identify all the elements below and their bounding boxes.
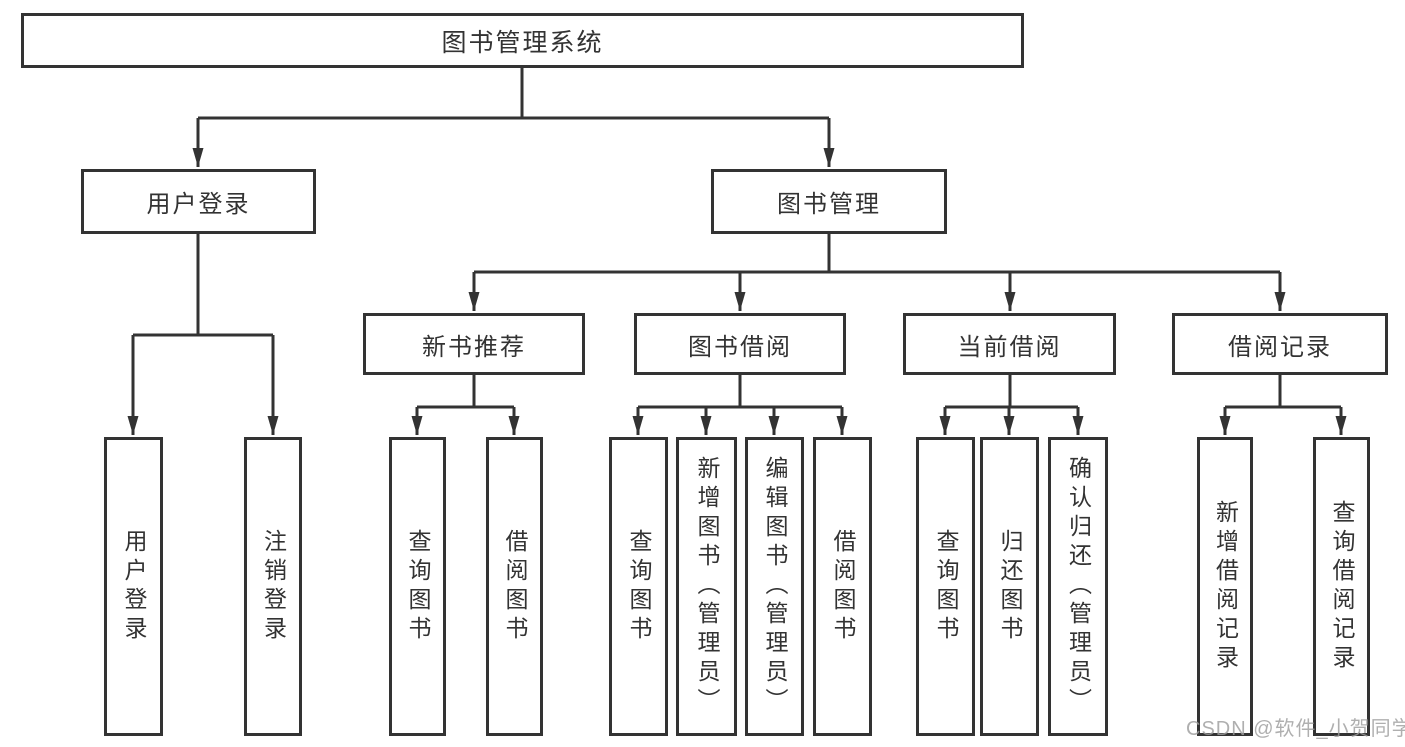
node-book-management: 图书管理 <box>711 169 947 234</box>
node-borrowing-records: 借阅记录 <box>1172 313 1388 375</box>
leaf-query-books-borrowing: 查询图书 <box>609 437 668 736</box>
leaf-label: 新增图书（管理员） <box>694 456 720 717</box>
leaf-borrow-books-borrowing: 借阅图书 <box>813 437 872 736</box>
leaf-add-book-admin: 新增图书（管理员） <box>676 437 737 736</box>
leaf-logout: 注销登录 <box>244 437 302 736</box>
leaf-query-books-newbook: 查询图书 <box>389 437 446 736</box>
csdn-watermark: CSDN @软件_小贺同学 <box>1186 718 1405 740</box>
node-label: 新书推荐 <box>422 333 526 361</box>
node-current-borrowing: 当前借阅 <box>903 313 1116 375</box>
leaf-label: 归还图书 <box>997 528 1023 645</box>
node-new-book-recommendation: 新书推荐 <box>363 313 585 375</box>
leaf-label: 注销登录 <box>260 528 287 645</box>
node-label: 用户登录 <box>146 191 251 218</box>
leaf-label: 查询借阅记录 <box>1329 499 1355 674</box>
leaf-add-borrow-record: 新增借阅记录 <box>1197 437 1253 736</box>
leaf-label: 借阅图书 <box>830 528 856 645</box>
leaf-label: 查询图书 <box>933 528 959 645</box>
node-label: 图书管理系统 <box>441 28 604 57</box>
leaf-label: 确认归还（管理员） <box>1065 456 1092 717</box>
leaf-query-borrow-record: 查询借阅记录 <box>1313 437 1370 736</box>
leaf-confirm-return-admin: 确认归还（管理员） <box>1048 437 1108 736</box>
node-label: 当前借阅 <box>957 333 1062 361</box>
leaf-label: 查询图书 <box>405 528 431 645</box>
node-label: 图书借阅 <box>688 333 792 361</box>
leaf-query-books-current: 查询图书 <box>916 437 975 736</box>
leaf-edit-book-admin: 编辑图书（管理员） <box>745 437 804 736</box>
leaf-label: 新增借阅记录 <box>1212 499 1239 674</box>
leaf-label: 借阅图书 <box>502 528 528 645</box>
leaf-return-books: 归还图书 <box>980 437 1039 736</box>
branch-trunk-lines <box>133 68 1341 409</box>
leaf-label: 用户登录 <box>121 528 147 645</box>
node-user-login: 用户登录 <box>81 169 316 234</box>
node-book-borrowing: 图书借阅 <box>634 313 846 375</box>
node-label: 图书管理 <box>777 191 881 218</box>
leaf-label: 查询图书 <box>626 528 652 645</box>
node-library-management-system: 图书管理系统 <box>21 13 1024 68</box>
leaf-label: 编辑图书（管理员） <box>762 456 788 717</box>
leaf-borrow-books-newbook: 借阅图书 <box>486 437 543 736</box>
node-label: 借阅记录 <box>1228 333 1332 361</box>
leaf-user-login: 用户登录 <box>104 437 163 736</box>
